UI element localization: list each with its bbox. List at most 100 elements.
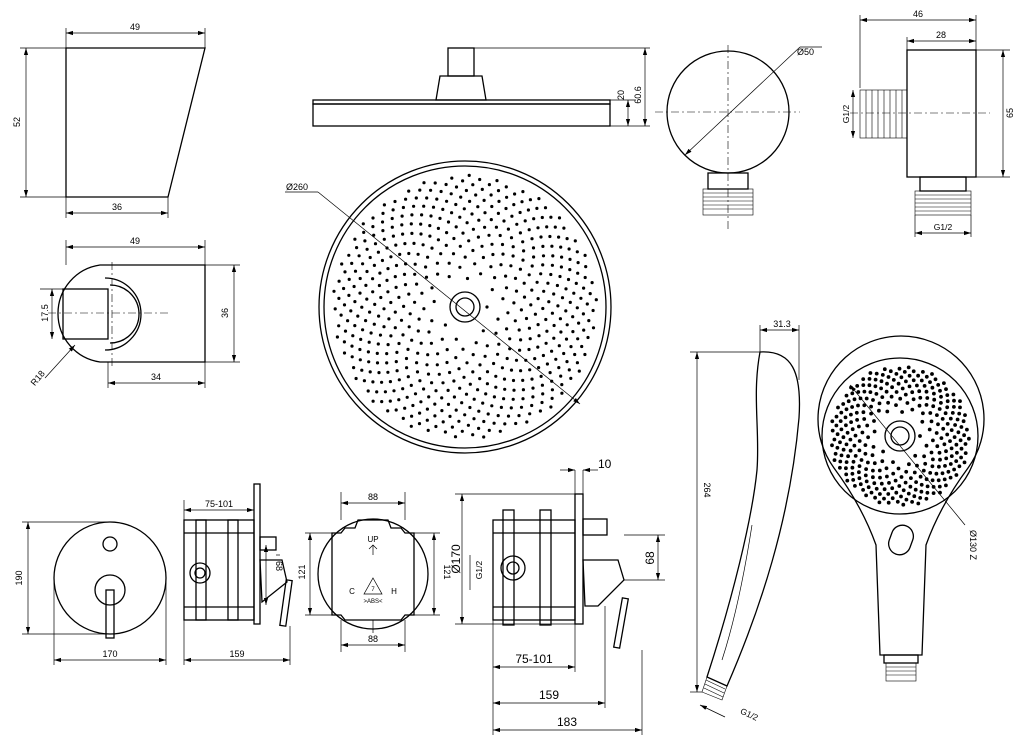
nozzle-dot (490, 242, 494, 246)
nozzle-dot (428, 224, 432, 228)
nozzle-dot (874, 392, 879, 396)
nozzle-dot (386, 370, 390, 374)
nozzle-dot (576, 271, 580, 275)
nozzle-dot (872, 481, 877, 486)
nozzle-dot (591, 326, 596, 330)
nozzle-dot (550, 349, 554, 353)
nozzle-dot (567, 247, 571, 251)
nozzle-dot (573, 239, 577, 243)
nozzle-dot (407, 251, 411, 256)
nozzle-dot (424, 275, 429, 279)
nozzle-dot (499, 405, 503, 409)
nozzle-dot (545, 225, 549, 229)
nozzle-dot (914, 480, 918, 484)
nozzle-dot (543, 206, 548, 210)
nozzle-dot (485, 344, 489, 348)
nozzle-dot (928, 411, 933, 415)
nozzle-dot (433, 414, 437, 418)
body-side-lever (279, 579, 293, 627)
nozzle-dot (413, 262, 417, 266)
nozzle-dot (527, 228, 531, 232)
nozzle-dot (515, 222, 519, 226)
nozzle-dot (522, 249, 526, 253)
nozzle-dot (880, 459, 885, 464)
nozzle-dot (494, 374, 498, 378)
holder-front-base-label: 36 (112, 202, 122, 212)
nozzle-dot (346, 319, 350, 323)
nozzle-dot (402, 304, 406, 308)
nozzle-dot (371, 399, 375, 403)
section-depth-label: 75-101 (515, 652, 553, 666)
nozzle-dot (536, 226, 540, 230)
nozzle-dot (945, 422, 950, 426)
nozzle-dot (518, 267, 523, 271)
nozzle-dot (944, 449, 948, 454)
nozzle-dot (940, 471, 945, 476)
nozzle-dot (365, 269, 369, 274)
nozzle-dot (435, 363, 439, 367)
nozzle-dot (434, 424, 438, 429)
nozzle-dot (416, 351, 420, 355)
nozzle-dot (882, 487, 887, 492)
nozzle-dot (885, 381, 889, 386)
nozzle-dot (566, 277, 571, 282)
holder-top-offset-label: 17.5 (40, 304, 50, 322)
nozzle-dot (494, 331, 498, 335)
nozzle-dot (877, 408, 881, 413)
nozzle-dot (477, 426, 481, 430)
nozzle-dot (850, 405, 854, 409)
box-right-height-label: 121 (442, 564, 452, 579)
nozzle-dot (342, 303, 347, 307)
nozzle-dot (461, 231, 465, 235)
nozzle-dot (887, 481, 891, 485)
section-wall-plate (574, 493, 584, 625)
nozzle-dot (530, 377, 534, 381)
nozzle-dot (407, 189, 411, 193)
nozzle-dot (564, 309, 568, 313)
nozzle-dot (452, 236, 456, 241)
nozzle-dot (938, 388, 942, 393)
nozzle-dot (880, 373, 885, 377)
nozzle-dot (511, 378, 516, 383)
nozzle-dot (401, 416, 405, 420)
nozzle-dot (362, 379, 366, 383)
nozzle-dot (858, 482, 863, 487)
nozzle-dot (422, 204, 426, 208)
nozzle-dot (557, 344, 561, 348)
nozzle-dot (834, 414, 839, 419)
nozzle-dot (894, 390, 899, 394)
head-plate-height-label: 20 (616, 90, 626, 100)
outlet-total-width-label: 46 (913, 9, 923, 19)
nozzle-dot (371, 290, 375, 294)
nozzle-dot (939, 394, 943, 399)
nozzle-dot (393, 326, 397, 330)
nozzle-dot (525, 420, 529, 424)
nozzle-dot (443, 430, 447, 434)
outlet-side-view: 46 28 G1/2 65 G1/2 (841, 9, 1015, 237)
nozzle-dot (491, 252, 495, 257)
nozzle-dot (844, 460, 849, 464)
handshower-face-view: Ø130 Z (817, 335, 985, 682)
nozzle-dot (537, 197, 541, 201)
nozzle-dot (863, 451, 868, 456)
nozzle-dot (414, 196, 418, 200)
nozzle-dot (490, 288, 494, 292)
nozzle-dot (343, 270, 347, 274)
nozzle-dot (911, 397, 916, 402)
nozzle-dot (514, 358, 519, 362)
nozzle-dot (357, 254, 361, 258)
nozzle-dot (509, 264, 513, 268)
nozzle-dot (421, 243, 425, 247)
nozzle-dot (350, 355, 354, 359)
nozzle-dot (387, 317, 391, 321)
nozzle-dot (944, 387, 948, 391)
nozzle-dot (371, 216, 375, 220)
nozzle-dot (898, 396, 903, 401)
nozzle-dot (928, 380, 932, 384)
nozzle-dot (481, 255, 485, 260)
nozzle-dot (531, 395, 535, 399)
nozzle-dot (464, 188, 468, 193)
nozzle-dot (925, 396, 930, 400)
nozzle-dot (389, 334, 393, 338)
nozzle-dot (498, 429, 502, 433)
